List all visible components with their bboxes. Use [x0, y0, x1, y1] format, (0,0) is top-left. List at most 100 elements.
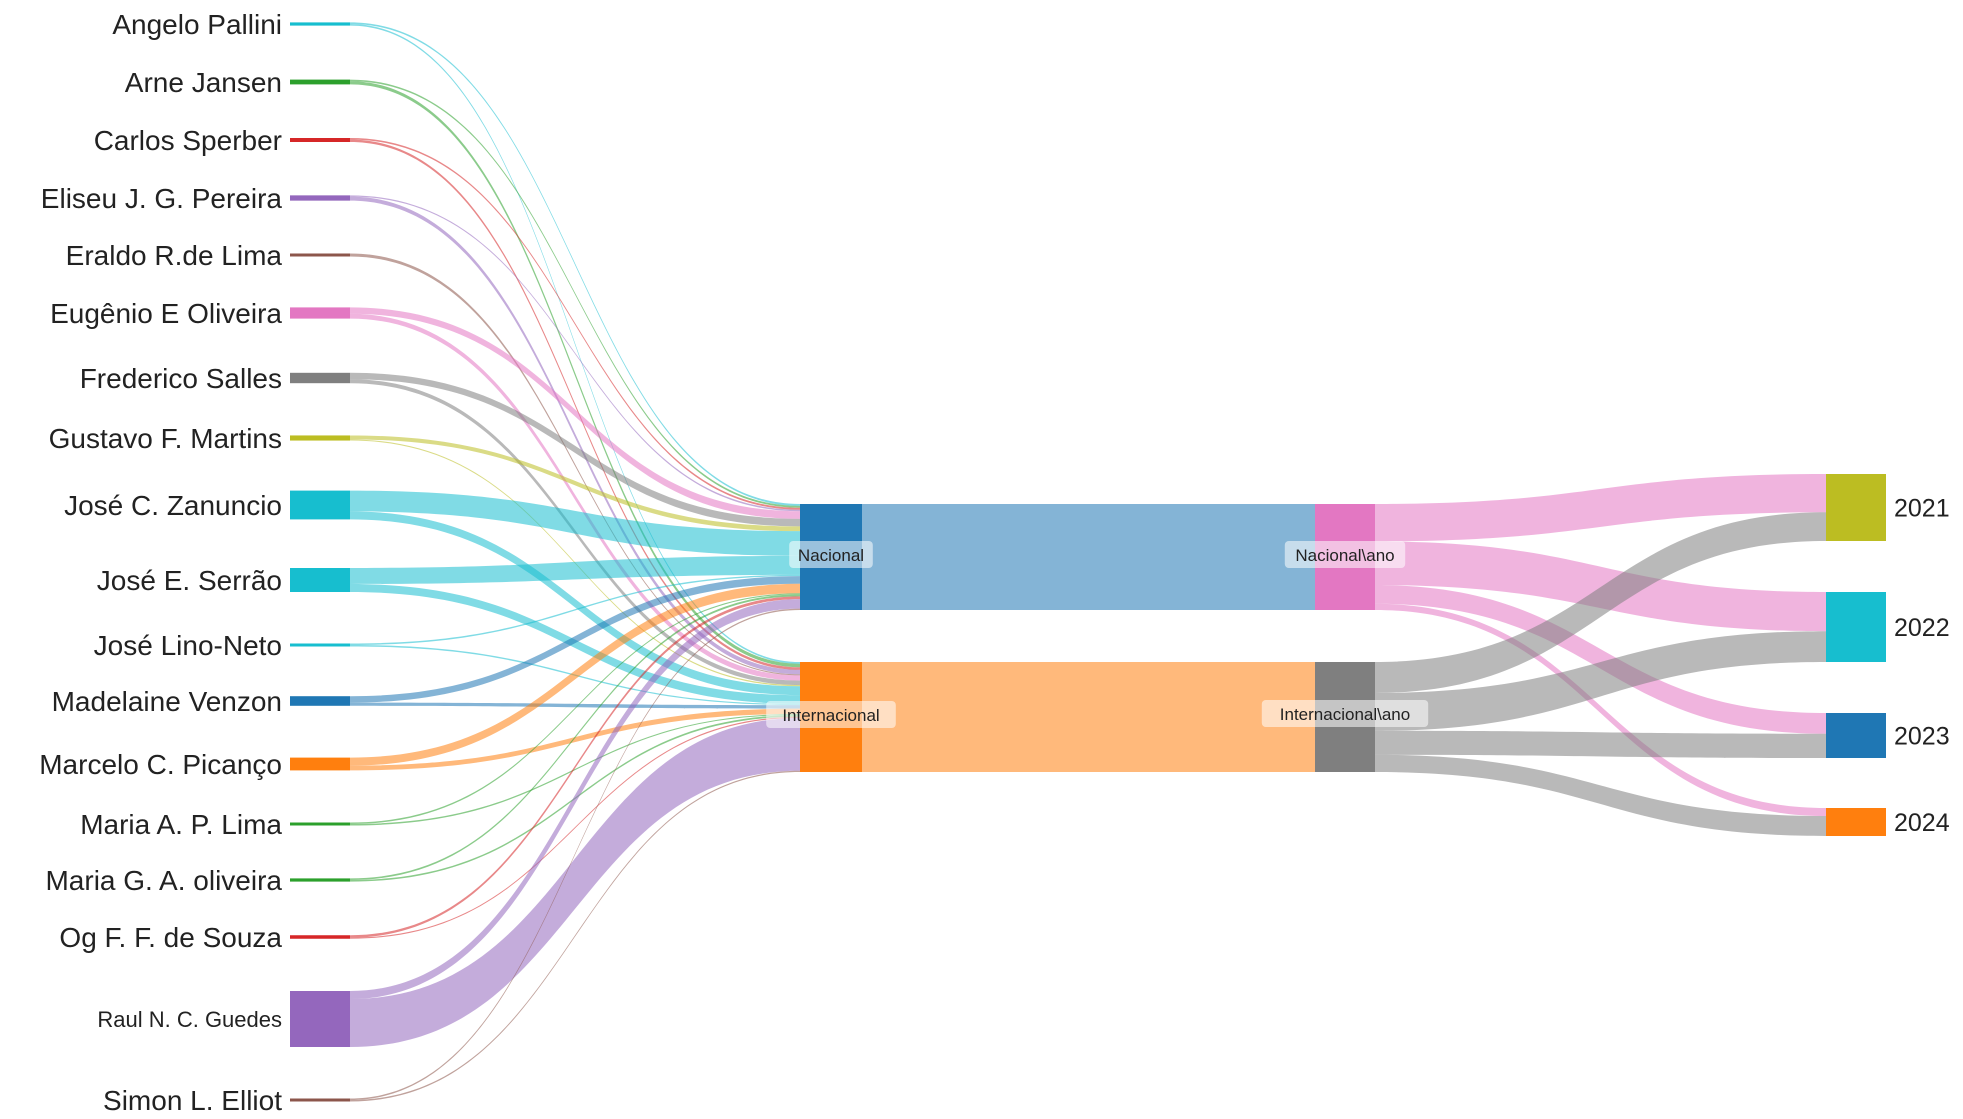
link-nacional-to-nacional-ano [862, 504, 1315, 610]
node-eug-nio-e-oliveira [290, 307, 350, 319]
link-internacional-ano-2024 [1375, 754, 1826, 836]
node-year-2022 [1826, 592, 1886, 662]
link-maria-a-p-lima-nacional [350, 593, 800, 824]
node-madelaine-venzon [290, 696, 350, 706]
node-gustavo-f-martins [290, 435, 350, 441]
author-label-maria-a-p-lima: Maria A. P. Lima [80, 809, 282, 840]
node-eraldo-r-de-lima [290, 253, 350, 257]
node-jos-e-serr-o [290, 568, 350, 592]
link-nacional-ano-2022 [1375, 541, 1826, 632]
author-label-raul-n-c-guedes: Raul N. C. Guedes [97, 1007, 282, 1032]
node-carlos-sperber [290, 138, 350, 142]
author-label-simon-l-elliot: Simon L. Elliot [103, 1085, 282, 1116]
aggregate-label-nacional-ano: Nacional\ano [1295, 546, 1394, 565]
author-label-arne-jansen: Arne Jansen [125, 67, 282, 98]
link-maria-a-p-lima-internacional [350, 713, 800, 826]
author-label-maria-g-a-oliveira: Maria G. A. oliveira [45, 865, 282, 896]
link-angelo-pallini-internacional [350, 24, 800, 664]
link-jos-c-zanuncio-internacional [350, 511, 800, 696]
node-maria-a-p-lima [290, 822, 350, 826]
link-jos-e-serr-o-internacional [350, 584, 800, 704]
link-simon-l-elliot-nacional [350, 608, 800, 1100]
link-eliseu-j-g-pereira-internacional [350, 196, 800, 675]
category-label-internacional-background [766, 701, 896, 728]
link-og-f-f-de-souza-nacional [350, 596, 800, 938]
author-label-eug-nio-e-oliveira: Eugênio E Oliveira [50, 298, 282, 329]
year-label-2022: 2022 [1894, 614, 1950, 642]
link-nacional-ano-2021 [1375, 474, 1826, 542]
link-jos-c-zanuncio-nacional [350, 490, 800, 556]
year-label-2024: 2024 [1894, 809, 1950, 837]
link-gustavo-f-martins-nacional [350, 435, 800, 532]
link-arne-jansen-internacional [350, 81, 800, 668]
category-label-nacional: Nacional [798, 546, 864, 565]
link-internacional-to-internacional-ano [862, 662, 1315, 772]
link-maria-g-a-oliveira-nacional [350, 594, 800, 880]
link-internacional-ano-2023 [1375, 730, 1826, 758]
aggregate-label-internacional-ano-group: Internacional\ano [1261, 700, 1429, 727]
link-arne-jansen-nacional [350, 79, 800, 508]
link-eliseu-j-g-pereira-nacional [350, 195, 800, 512]
link-marcelo-c-pican-o-nacional [350, 583, 800, 766]
author-label-eraldo-r-de-lima: Eraldo R.de Lima [66, 240, 283, 271]
link-marcelo-c-pican-o-internacional [350, 708, 800, 771]
author-label-frederico-salles: Frederico Salles [80, 363, 282, 394]
node-maria-g-a-oliveira [290, 878, 350, 882]
link-jos-lino-neto-nacional [350, 574, 800, 645]
author-label-jos-c-zanuncio: José C. Zanuncio [64, 490, 282, 521]
node-simon-l-elliot [290, 1098, 350, 1102]
author-label-madelaine-venzon: Madelaine Venzon [52, 686, 282, 717]
aggregate-label-internacional-ano: Internacional\ano [1280, 705, 1410, 724]
category-label-nacional-background [789, 541, 873, 568]
node-jos-c-zanuncio [290, 490, 350, 520]
node-year-2021 [1826, 474, 1886, 541]
link-raul-n-c-guedes-internacional [350, 717, 800, 1047]
link-jos-e-serr-o-nacional [350, 555, 800, 584]
node-year-2024 [1826, 808, 1886, 836]
link-eraldo-r-de-lima-internacional [350, 253, 800, 676]
link-angelo-pallini-nacional [350, 22, 800, 506]
link-carlos-sperber-nacional [350, 138, 800, 510]
link-raul-n-c-guedes-nacional [350, 599, 800, 999]
link-og-f-f-de-souza-internacional [350, 716, 800, 939]
link-frederico-salles-nacional [350, 372, 800, 527]
link-carlos-sperber-internacional [350, 139, 800, 670]
node-jos-lino-neto [290, 643, 350, 647]
node-eliseu-j-g-pereira [290, 195, 350, 201]
node-og-f-f-de-souza [290, 935, 350, 939]
link-eug-nio-e-oliveira-internacional [350, 313, 800, 681]
category-label-internacional: Internacional [782, 706, 879, 725]
author-label-marcelo-c-pican-o: Marcelo C. Picanço [39, 749, 282, 780]
link-nacional-ano-2024 [1375, 603, 1826, 816]
author-label-og-f-f-de-souza: Og F. F. de Souza [59, 922, 282, 953]
node-arne-jansen [290, 79, 350, 85]
author-label-carlos-sperber: Carlos Sperber [94, 125, 282, 156]
author-label-eliseu-j-g-pereira: Eliseu J. G. Pereira [41, 183, 283, 214]
node-raul-n-c-guedes [290, 991, 350, 1047]
link-internacional-ano-2022 [1375, 631, 1826, 731]
author-label-gustavo-f-martins: Gustavo F. Martins [49, 423, 282, 454]
aggregate-label-nacional-ano-group: Nacional\ano [1284, 541, 1406, 568]
author-label-jos-lino-neto: José Lino-Neto [94, 630, 282, 661]
aggregate-label-internacional-ano-background [1261, 700, 1429, 727]
node-year-2023 [1826, 713, 1886, 758]
author-label-angelo-pallini: Angelo Pallini [112, 9, 282, 40]
aggregate-label-nacional-ano-background [1284, 541, 1406, 568]
node-frederico-salles [290, 372, 350, 384]
links-layer [350, 22, 1826, 1102]
category-label-nacional-group: Nacional [789, 541, 873, 568]
node-marcelo-c-pican-o [290, 757, 350, 771]
link-nacional-ano-2023 [1375, 585, 1826, 734]
link-madelaine-venzon-internacional [350, 702, 800, 709]
year-label-2023: 2023 [1894, 723, 1950, 751]
link-internacional-ano-2021 [1375, 512, 1826, 693]
author-label-jos-e-serr-o: José E. Serrão [97, 565, 282, 596]
category-label-internacional-group: Internacional [766, 701, 896, 728]
year-label-2021: 2021 [1894, 495, 1950, 523]
node-angelo-pallini [290, 22, 350, 26]
link-eug-nio-e-oliveira-nacional [350, 307, 800, 519]
link-simon-l-elliot-internacional [350, 770, 800, 1102]
link-madelaine-venzon-nacional [350, 576, 800, 703]
